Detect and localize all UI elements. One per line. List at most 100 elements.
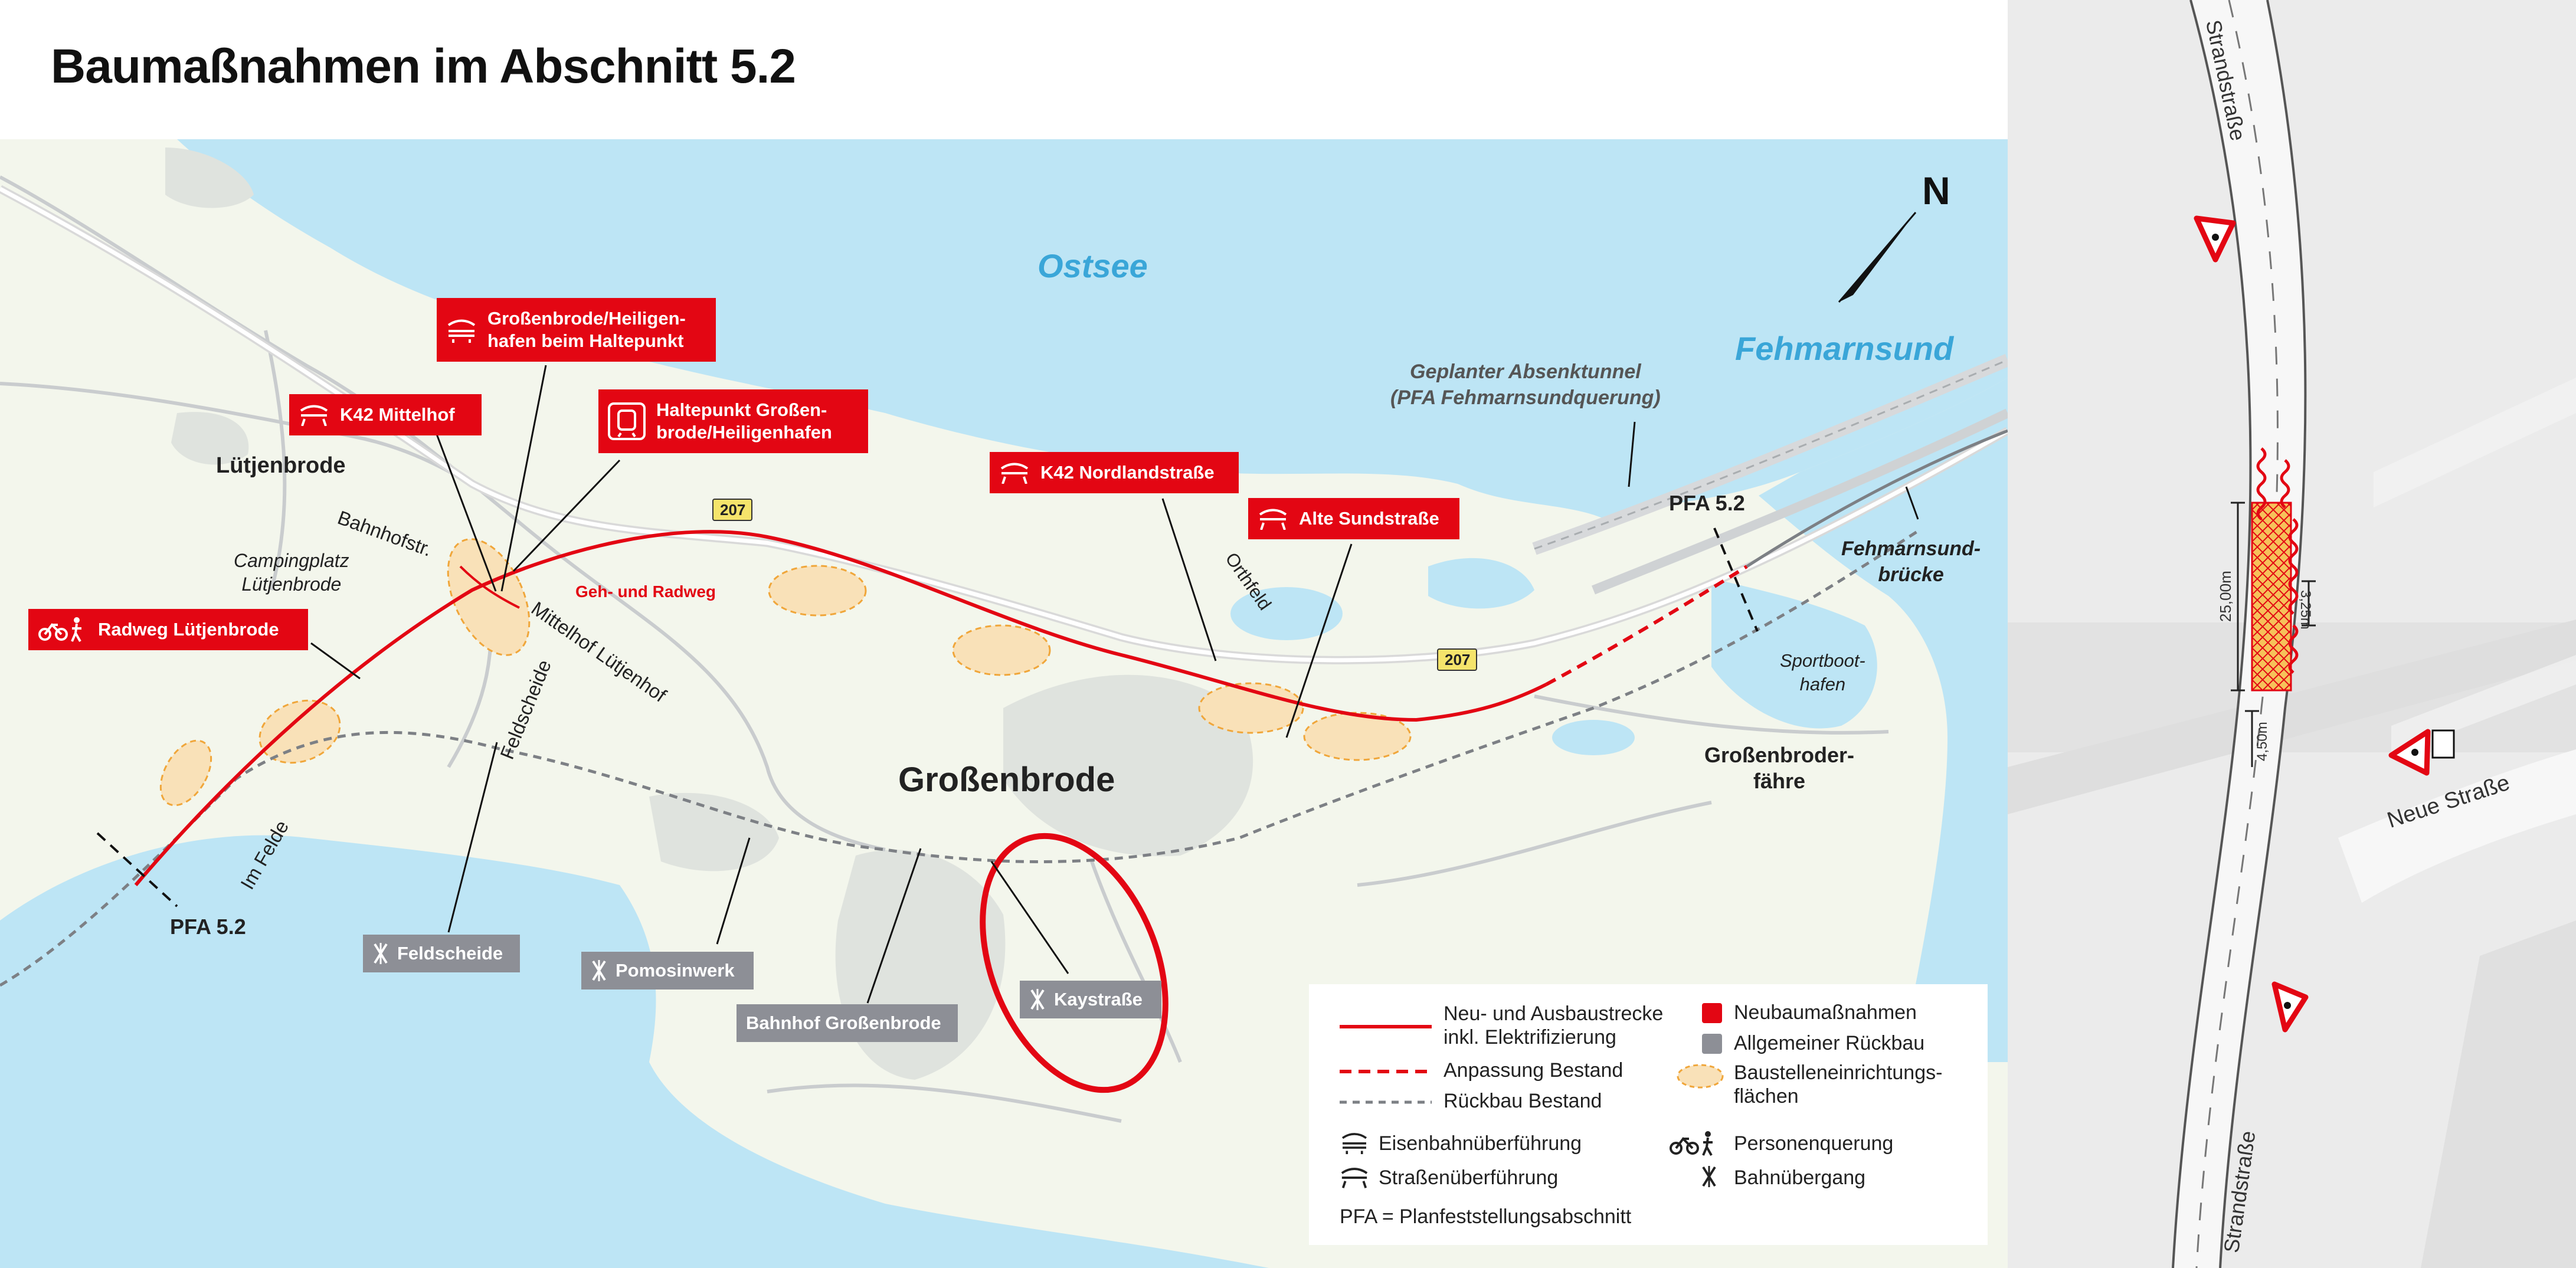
legend-removal-line (1340, 1100, 1432, 1104)
construction-zone (2251, 502, 2292, 692)
place-sportboothafen: Sportboot- hafen (1780, 650, 1865, 694)
legend-railway-overpass: Eisenbahnüberführung (1379, 1132, 1582, 1155)
kaystrasse-highlight (980, 833, 1168, 1093)
map (0, 139, 2008, 1268)
road-overpass-icon (1341, 1168, 1368, 1188)
place-fehmarnsundbruecke: Fehmarnsund- brücke (1841, 538, 1981, 586)
label-text: Kaystraße (1054, 989, 1143, 1010)
legend-general-removal-swatch (1702, 1034, 1722, 1054)
legend-site-areas: Baustelleneinrichtungs- flächen (1734, 1061, 1943, 1108)
railway-overpass-icon (446, 317, 477, 343)
label-text: Alte Sundstraße (1299, 508, 1439, 529)
legend: Neu- und Ausbaustrecke inkl. Elektrifizi… (1309, 984, 1988, 1245)
water-label-ostsee: Ostsee (1037, 247, 1148, 284)
label-radweg[interactable]: Radweg Lütjenbrode (28, 609, 308, 650)
legend-adaptation: Anpassung Bestand (1444, 1059, 1623, 1082)
warning-sign-icon (2388, 729, 2455, 776)
water-label-fehmarnsund: Fehmarnsund (1735, 330, 1954, 367)
dimension-lines (2231, 502, 2316, 767)
label-pomosinwerk[interactable]: Pomosinwerk (581, 952, 754, 990)
pedestrian-crossing-icon (38, 617, 87, 643)
barrier-beacons (2256, 447, 2299, 674)
pfa-label-east: PFA 5.2 (1669, 491, 1745, 515)
label-k42-nordland[interactable]: K42 Nordlandstraße (990, 452, 1239, 493)
detail-dim-25: 25,00m (2217, 571, 2234, 622)
legend-new-track-line (1340, 1025, 1432, 1028)
road-overpass-icon (999, 461, 1030, 484)
person-crossing-icon (1670, 1131, 1713, 1156)
place-absenktunnel: Geplanter Absenktunnel (PFA Fehmarnsundq… (1390, 361, 1661, 409)
new-track (134, 530, 1547, 886)
label-feldscheide[interactable]: Feldscheide (363, 935, 520, 972)
detail-dim-450: 4,50m (2254, 722, 2270, 761)
legend-person-crossing: Personenquerung (1734, 1132, 1894, 1155)
strandstrasse-road (2173, 0, 2306, 1268)
label-haltepunkt[interactable]: Haltepunkt Großen- brode/Heiligenhafen (598, 389, 868, 453)
road-shield-label-1: 207 (720, 501, 746, 519)
legend-adaptation-line (1340, 1070, 1432, 1073)
geh-radweg-label: Geh- und Radweg (575, 582, 716, 601)
place-campingplatz: Campingplatz Lütjenbrode (234, 550, 349, 595)
legend-pfa-note: PFA = Planfeststellungsabschnitt (1340, 1205, 1632, 1228)
place-grossenbrode: Großenbrode (898, 761, 1115, 799)
lake (1230, 587, 1343, 640)
fehmarnsund-water (1759, 378, 2008, 1062)
place-luetjenbrode: Lütjenbrode (216, 453, 346, 478)
road-overpass-icon (1258, 507, 1288, 530)
warning-sign-icon (2271, 981, 2309, 1033)
place-grossenbroder-faehre: Großenbroder- fähre (1704, 743, 1855, 793)
faehre-bay (1711, 578, 1877, 729)
lake (1552, 720, 1635, 755)
pfa-boundary-west (96, 832, 178, 907)
railway-overpass-icon (1341, 1133, 1367, 1154)
level-crossing-icon (591, 959, 607, 982)
site-areas (159, 538, 1412, 807)
removal-track (0, 529, 1919, 987)
existing-track (1746, 429, 2008, 568)
lake (1428, 558, 1534, 609)
label-text: Radweg Lütjenbrode (98, 619, 279, 640)
legend-removal: Rückbau Bestand (1444, 1090, 1602, 1112)
bridge-marking (459, 565, 520, 609)
legend-level-crossing: Bahnübergang (1734, 1167, 1866, 1189)
road-shield-label-2: 207 (1445, 651, 1471, 669)
label-k42-mittelhof[interactable]: K42 Mittelhof (289, 394, 482, 435)
pfa-boundary-east (1713, 527, 1759, 632)
warning-sign-icon (2194, 215, 2236, 263)
train-station-icon (608, 402, 646, 440)
level-crossing-icon (1702, 1166, 1716, 1187)
leader-lines (310, 365, 1919, 1004)
adapted-track (1545, 565, 1748, 686)
legend-general-removal: Allgemeiner Rückbau (1734, 1032, 1925, 1054)
pfa-label-west: PFA 5.2 (170, 915, 246, 939)
label-text: K42 Mittelhof (340, 404, 455, 425)
planned-tunnel-dash (1534, 359, 2008, 550)
label-text: Pomosinwerk (616, 960, 735, 981)
legend-new-construction: Neubaumaßnahmen (1734, 1001, 1917, 1024)
label-kaystrasse[interactable]: Kaystraße (1020, 981, 1161, 1018)
road-shield-1 (712, 499, 752, 521)
level-crossing-icon (372, 942, 389, 965)
neue-strasse-road (2338, 749, 2576, 903)
label-text: Feldscheide (397, 943, 503, 964)
legend-site-area-swatch (1677, 1064, 1724, 1089)
legend-road-overpass: Straßenüberführung (1379, 1167, 1559, 1189)
road-overpass-icon (299, 404, 329, 426)
label-gb-heiligenhafen[interactable]: Großenbrode/Heiligen- hafen beim Haltepu… (437, 298, 716, 362)
label-bahnhof[interactable]: Bahnhof Großenbrode (737, 1004, 958, 1042)
label-text: Haltepunkt Großen- brode/Heiligenhafen (656, 399, 832, 443)
legend-new-construction-swatch (1702, 1003, 1722, 1023)
detail-panel (2008, 0, 2576, 1268)
legend-new-track: Neu- und Ausbaustrecke inkl. Elektrifizi… (1444, 1002, 1664, 1049)
page-title: Baumaßnahmen im Abschnitt 5.2 (51, 40, 796, 93)
label-text: Bahnhof Großenbrode (746, 1013, 941, 1033)
label-text: Großenbrode/Heiligen- hafen beim Haltepu… (487, 308, 686, 351)
ostsee-water (177, 139, 2008, 519)
level-crossing-icon (1029, 988, 1046, 1011)
north-label: N (1922, 169, 1950, 212)
road-shield-2 (1437, 648, 1477, 671)
binnensee-water (0, 835, 1269, 1268)
label-alte-sundstrasse[interactable]: Alte Sundstraße (1248, 498, 1459, 539)
fehmarnsund-bridge (1592, 408, 2008, 595)
